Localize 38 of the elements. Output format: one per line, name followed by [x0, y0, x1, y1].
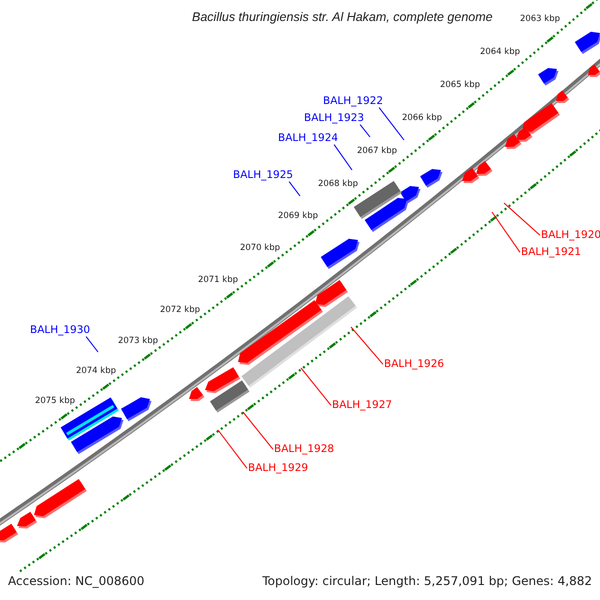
leader-line	[288, 181, 300, 196]
footer-text: Topology: circular; Length: 5,257,091 bp; Genes: 4,882	[262, 574, 592, 588]
gene-label: BALH_1924	[278, 132, 338, 145]
gene-label: BALH_1926	[384, 358, 444, 371]
scale-label: 2073 kbp	[118, 336, 158, 346]
footer-text: Accession: NC_008600	[8, 574, 144, 588]
leader-line	[242, 412, 274, 450]
gene-label: BALH_1921	[521, 246, 582, 259]
scale-label: 2074 kbp	[76, 366, 116, 376]
scale-label: 2068 kbp	[318, 179, 358, 190]
scale-label: 2065 kbp	[440, 80, 480, 90]
scale-label: 2063 kbp	[520, 14, 560, 24]
leader-line	[218, 430, 248, 469]
gene-label: BALH_1929	[248, 462, 308, 475]
gene-label: BALH_1920	[541, 229, 600, 242]
title: Bacillus thuringiensis str. Al Hakam, complete genome	[192, 10, 493, 25]
leader-line	[86, 336, 98, 352]
scale-label: 2067 kbp	[356, 146, 397, 156]
scale-label: 2064 kbp	[480, 47, 520, 58]
scale-label: 2070 kbp	[240, 243, 280, 254]
gene-label: BALH_1925	[233, 169, 294, 182]
gene-label: BALH_1922	[323, 95, 384, 108]
gene-label: BALH_1928	[274, 443, 334, 456]
scale-label: 2075 kbp	[34, 396, 75, 406]
scale-label: 2069 kbp	[278, 211, 318, 222]
leader-line	[504, 202, 540, 236]
leader-line	[492, 212, 520, 253]
gene-label: BALH_1930	[30, 324, 90, 337]
gene-label: BALH_1927	[332, 399, 392, 412]
leader-line	[378, 107, 404, 140]
scale-label: 2066 kbp	[402, 113, 442, 124]
scale-label: 2071 kbp	[198, 275, 238, 286]
scale-label: 2072 kbp	[160, 305, 200, 316]
leader-line	[350, 326, 384, 365]
leader-line	[334, 144, 352, 170]
leader-line	[300, 368, 332, 406]
gene-label: BALH_1923	[304, 112, 364, 125]
leader-line	[360, 124, 370, 138]
